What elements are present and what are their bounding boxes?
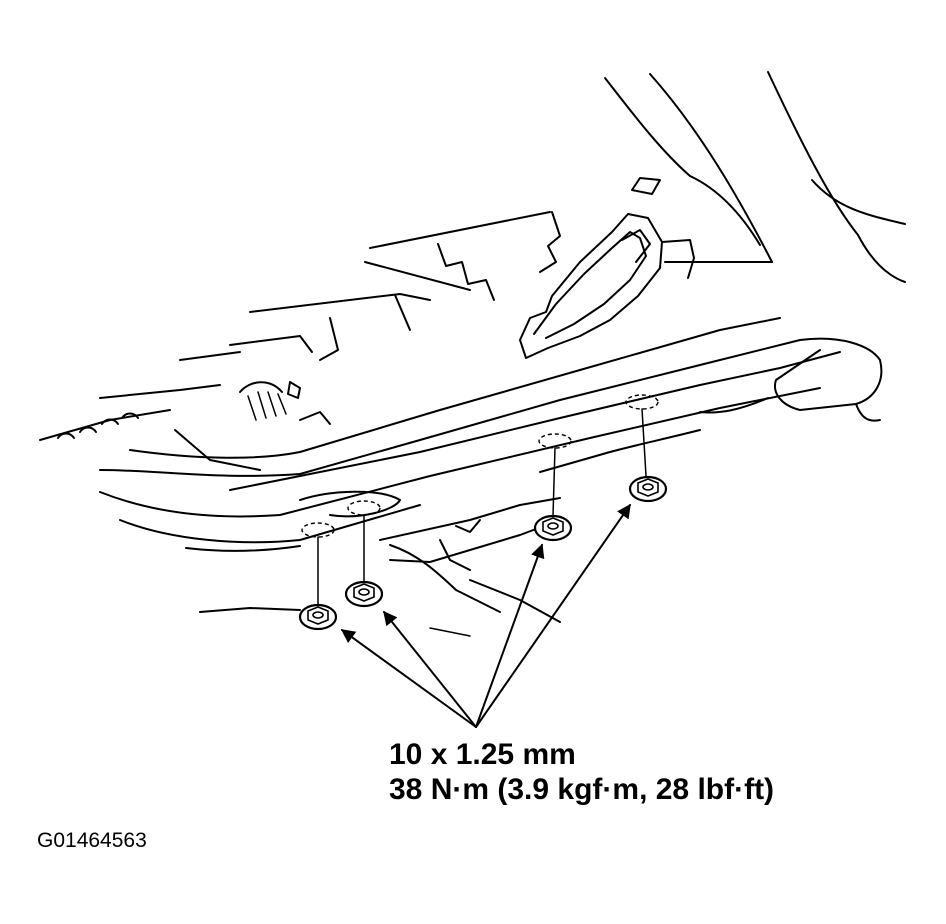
right-body-outline <box>604 71 906 283</box>
bolt-size-label: 10 x 1.25 mm <box>389 738 576 771</box>
flange-nuts <box>298 475 668 631</box>
figure-id: G01464563 <box>37 829 147 852</box>
engine-components <box>39 211 561 471</box>
bolt-hole-2 <box>347 500 381 516</box>
bolt-hole-4 <box>625 394 659 410</box>
leader-arrow-1 <box>340 629 477 728</box>
bolt-holes <box>301 394 659 605</box>
bolt-hole-3 <box>538 433 572 449</box>
torque-spec-label: 38 N·m (3.9 kgf·m, 28 lbf·ft) <box>389 773 775 806</box>
mount-bracket <box>519 213 773 359</box>
flange-nut-2 <box>344 580 384 608</box>
leader-arrows <box>340 503 631 728</box>
leader-arrow-3 <box>475 543 545 728</box>
flange-nut-1 <box>298 603 338 631</box>
leader-arrow-4 <box>475 503 631 728</box>
flange-nut-3 <box>533 514 573 542</box>
bolt-hole-1 <box>301 522 335 538</box>
flange-nut-4 <box>628 475 668 503</box>
front-subframe <box>99 317 883 637</box>
leader-arrow-2 <box>383 610 477 728</box>
